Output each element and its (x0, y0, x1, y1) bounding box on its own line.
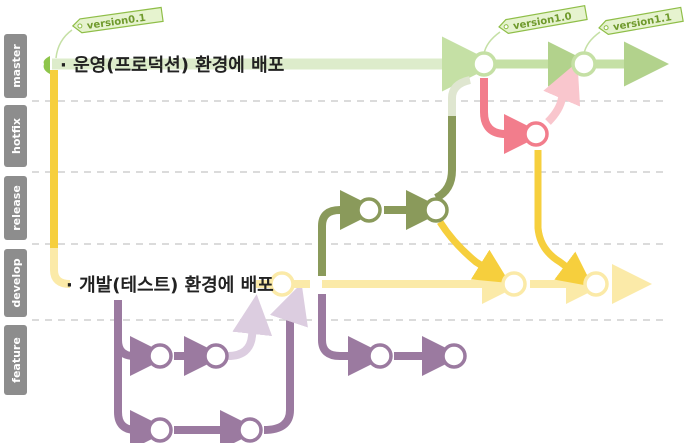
release-branch-out (318, 190, 380, 276)
commit-hotfix (523, 121, 549, 147)
commit-develop-1 (269, 271, 295, 297)
lane-master: master (4, 34, 27, 98)
tag-v10-string (483, 31, 501, 55)
release-branch (318, 76, 510, 284)
lane-feature-label: feature (10, 337, 23, 383)
tag-version-1-1: version1.1 (583, 6, 684, 55)
lane-hotfix-label: hotfix (10, 118, 23, 154)
commit-feature-3b (441, 343, 467, 369)
lane-feature-bg (4, 325, 27, 395)
version-tags: version0.1 version1.0 version1.1 (55, 5, 684, 59)
commit-master-2 (571, 51, 597, 77)
lane-separators (32, 100, 668, 321)
hotfix-to-develop (534, 150, 593, 287)
commit-feature-1b (203, 343, 229, 369)
feature-3-branch-out (318, 294, 388, 376)
commit-master-1 (471, 51, 497, 77)
lane-develop: develop (4, 249, 27, 317)
feature-1-branch-out (114, 300, 170, 376)
feature-2-branch-out (114, 300, 170, 443)
commit-nodes (147, 51, 609, 443)
feature-2-merge-arrow (269, 283, 308, 328)
commit-feature-3a (367, 343, 393, 369)
commit-feature-1a (147, 343, 173, 369)
commit-feature-2a (147, 417, 173, 443)
lane-master-bg (4, 34, 27, 98)
tag-v11-string (583, 31, 601, 55)
note-test-deploy: · 개발(테스트) 환경에 배포 (66, 274, 274, 296)
tag-v01-string (55, 29, 73, 59)
lane-feature: feature (4, 325, 27, 395)
hotfix-branch-out (480, 78, 544, 154)
commit-feature-2b (237, 417, 263, 443)
tag-version-1-0: version1.0 (483, 5, 588, 55)
develop-root-curve (50, 248, 71, 288)
lane-release-bg (4, 176, 27, 240)
lane-develop-label: develop (10, 258, 23, 307)
lane-develop-bg (4, 249, 27, 317)
lane-labels: master hotfix release develop feature (4, 34, 27, 395)
commit-develop-3 (583, 271, 609, 297)
lane-release: release (4, 176, 27, 240)
lane-hotfix: hotfix (4, 105, 27, 167)
release-to-develop (437, 220, 510, 284)
release-to-master (434, 116, 456, 202)
commit-release-1 (356, 197, 382, 223)
annotations: · 운영(프로덕션) 환경에 배포 · 개발(테스트) 환경에 배포 (60, 54, 284, 296)
commit-release-2 (423, 197, 449, 223)
feature-2-merge (263, 318, 294, 434)
lane-master-label: master (10, 44, 23, 88)
lane-hotfix-bg (4, 105, 27, 167)
release-to-master-light (448, 76, 472, 116)
tag-version-0-1: version0.1 (55, 6, 164, 59)
develop-branch (50, 70, 652, 304)
master-start-marker (43, 56, 50, 74)
feature-1-merge (227, 294, 273, 360)
lane-release-label: release (10, 185, 23, 231)
hotfix-branch (480, 61, 593, 287)
hotfix-to-master (543, 61, 581, 125)
commit-develop-2 (501, 271, 527, 297)
note-production-deploy: · 운영(프로덕션) 환경에 배포 (60, 54, 284, 76)
